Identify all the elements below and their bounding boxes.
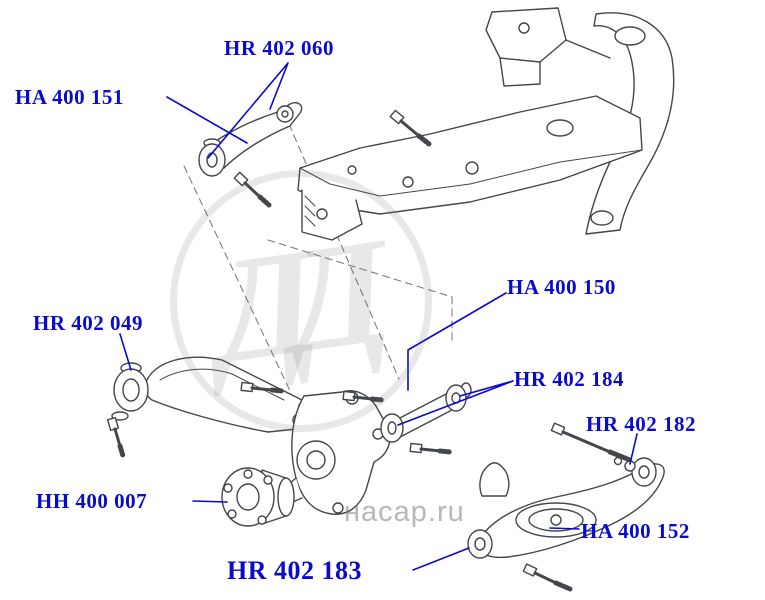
leader-ha-400-152 bbox=[549, 527, 580, 530]
leader-hr-402-060 bbox=[207, 62, 289, 159]
part-label-hh-400-007: HH 400 007 bbox=[36, 489, 148, 513]
leader-hh-400-007 bbox=[192, 500, 228, 503]
part-label-hr-402-183: HR 402 183 bbox=[227, 556, 362, 585]
bump-stop-drawing bbox=[479, 462, 510, 497]
part-label-hr-402-060: HR 402 060 bbox=[224, 36, 334, 60]
leader-hr-402-183 bbox=[412, 547, 470, 571]
front-lower-arm-drawing bbox=[111, 356, 313, 433]
part-label-ha-400-150: HA 400 150 bbox=[507, 275, 616, 299]
part-label-hr-402-182: HR 402 182 bbox=[586, 412, 696, 436]
part-label-hr-402-184: HR 402 184 bbox=[514, 367, 624, 391]
leader-ha-400-150 bbox=[407, 292, 507, 391]
leader-hr-402-049 bbox=[119, 333, 132, 371]
knuckle-drawing bbox=[281, 390, 391, 515]
projection-lines bbox=[183, 123, 453, 428]
subframe-drawing bbox=[297, 7, 675, 241]
leader-hr-402-184 bbox=[397, 380, 514, 426]
leader-lines bbox=[119, 62, 638, 571]
upper-control-arm-drawing bbox=[198, 102, 303, 177]
part-label-ha-400-151: HA 400 151 bbox=[15, 85, 124, 109]
rear-lower-arm-drawing bbox=[467, 456, 665, 559]
hub-drawing bbox=[221, 467, 295, 527]
bolts-drawing bbox=[106, 109, 633, 592]
leader-hr-402-182 bbox=[629, 433, 638, 465]
toe-link-drawing bbox=[380, 382, 472, 443]
leader-ha-400-151 bbox=[166, 96, 248, 144]
part-label-ha-400-152: HA 400 152 bbox=[581, 519, 690, 543]
part-label-hr-402-049: HR 402 049 bbox=[33, 311, 143, 335]
